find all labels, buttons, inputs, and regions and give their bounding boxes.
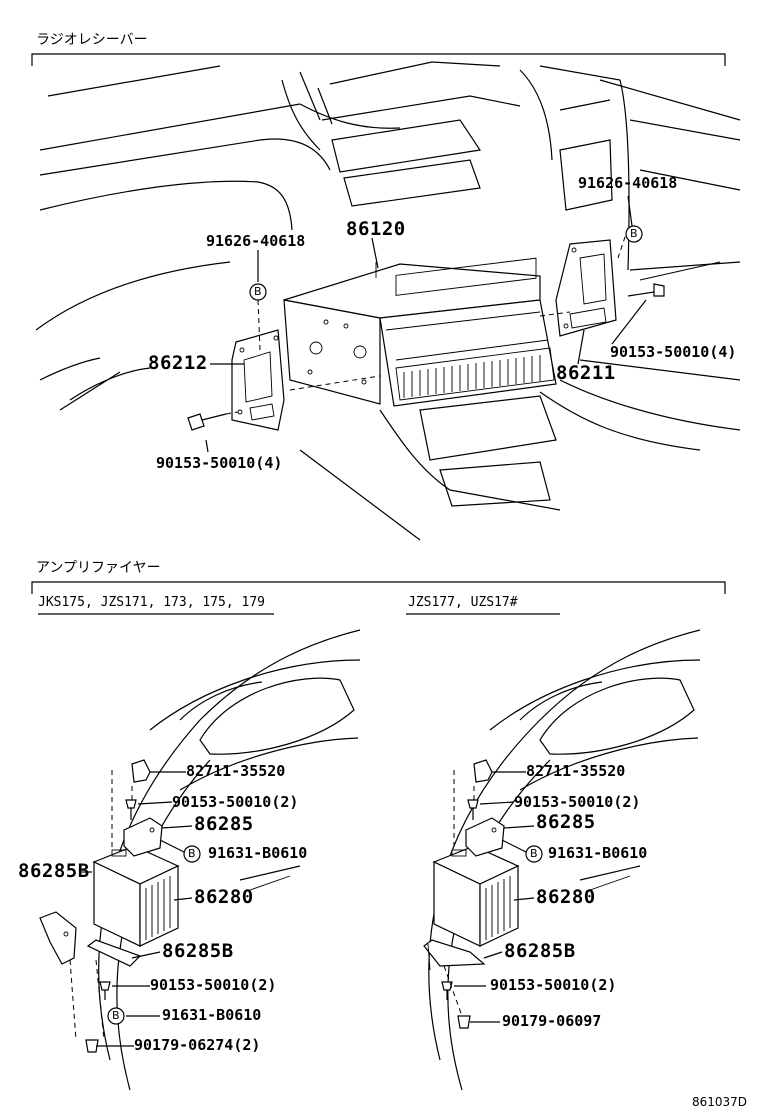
right-label-90153-a: 90153-50010(2) bbox=[514, 793, 641, 811]
b-marker-letter: B bbox=[530, 847, 538, 860]
right-leaders bbox=[454, 771, 535, 1023]
right-amplifier-unit bbox=[432, 845, 520, 947]
left-label-86285: 86285 bbox=[194, 813, 254, 835]
right-label-90179: 90179-06097 bbox=[502, 1012, 602, 1030]
part-label-90153-right: 90153-50010(4) bbox=[610, 343, 737, 361]
right-label-86285b: 86285B bbox=[504, 940, 576, 962]
left-label-86280: 86280 bbox=[194, 886, 254, 908]
section-title-amplifier: アンプリファイヤー bbox=[36, 560, 161, 576]
left-dashes bbox=[69, 770, 133, 1041]
part-label-91626-left: 91626-40618 bbox=[206, 232, 306, 250]
right-clip-82711 bbox=[473, 759, 493, 783]
left-bracket-86285 bbox=[123, 817, 163, 857]
part-label-90153-left: 90153-50010(4) bbox=[156, 454, 283, 472]
variant-right-label: JZS177, UZS17# bbox=[408, 595, 518, 610]
right-dashes bbox=[443, 770, 475, 1017]
assembly-dashes-top bbox=[225, 227, 629, 415]
right-label-86285: 86285 bbox=[536, 811, 596, 833]
right-label-91631: 91631-B0610 bbox=[548, 844, 648, 862]
leader-lines-top bbox=[205, 195, 647, 453]
variant-left-label: JKS175, JZS171, 173, 175, 179 bbox=[38, 595, 265, 610]
b-marker-letter: B bbox=[188, 847, 196, 860]
right-label-90153-b: 90153-50010(2) bbox=[490, 976, 617, 994]
b-marker-letter: B bbox=[254, 285, 262, 298]
amp-section-bracket bbox=[31, 581, 726, 594]
bracket-86211-drawing bbox=[555, 239, 617, 337]
left-amplifier-unit bbox=[92, 845, 180, 947]
left-label-90153-a: 90153-50010(2) bbox=[172, 793, 299, 811]
left-label-91631-b: 91631-B0610 bbox=[162, 1006, 262, 1024]
left-leaders bbox=[82, 771, 193, 1047]
left-bracket-86285b-side bbox=[39, 911, 77, 965]
part-label-86212: 86212 bbox=[148, 352, 208, 374]
left-label-86285b-side: 86285B bbox=[18, 860, 90, 882]
b-markers-left bbox=[107, 845, 201, 1025]
part-label-86120: 86120 bbox=[346, 218, 406, 240]
part-label-86211: 86211 bbox=[556, 362, 616, 384]
left-label-90179: 90179-06274(2) bbox=[134, 1036, 261, 1054]
right-bracket-86285 bbox=[465, 817, 505, 857]
section-title-radio-receiver: ラジオレシーバー bbox=[36, 32, 148, 48]
radio-section-bracket bbox=[31, 53, 726, 66]
left-label-82711: 82711-35520 bbox=[186, 762, 286, 780]
part-label-91626-right: 91626-40618 bbox=[578, 174, 678, 192]
right-trunk-outline bbox=[428, 629, 701, 1091]
b-markers-right bbox=[525, 845, 543, 863]
right-bracket-86285b bbox=[423, 939, 486, 971]
b-marker-letter: B bbox=[630, 227, 638, 240]
right-label-86280: 86280 bbox=[536, 886, 596, 908]
left-screws bbox=[85, 799, 137, 1053]
dashboard-outline bbox=[35, 61, 741, 541]
right-label-82711: 82711-35520 bbox=[526, 762, 626, 780]
b-marker-letter: B bbox=[112, 1009, 120, 1022]
b-marker-top-right bbox=[625, 225, 643, 243]
left-clip-82711 bbox=[131, 759, 151, 783]
radio-head-unit bbox=[283, 257, 557, 407]
b-marker-top-left bbox=[249, 283, 267, 301]
bracket-86212-drawing bbox=[231, 329, 285, 431]
left-label-86285b: 86285B bbox=[162, 940, 234, 962]
right-screws bbox=[441, 799, 479, 1029]
screw-right bbox=[627, 283, 665, 297]
figure-id: 861037D bbox=[692, 1095, 748, 1109]
left-label-91631-a: 91631-B0610 bbox=[208, 844, 308, 862]
left-label-90153-b: 90153-50010(2) bbox=[150, 976, 277, 994]
screw-left bbox=[187, 413, 227, 431]
